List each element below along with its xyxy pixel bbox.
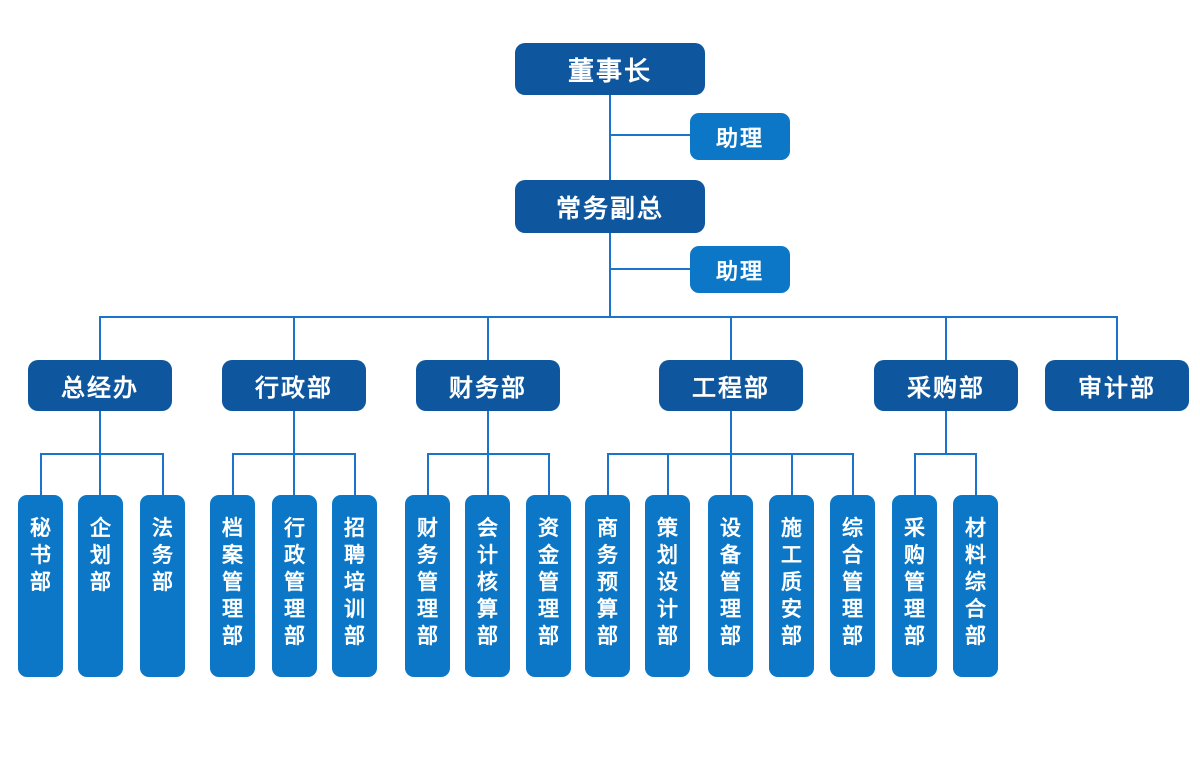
node-dept0-child-0: 秘书部 bbox=[18, 495, 63, 677]
node-dept-5: 审计部 bbox=[1045, 360, 1189, 411]
node-dept1-child-0: 档案管理部 bbox=[210, 495, 255, 677]
connector-dept1-main bbox=[293, 410, 295, 495]
connector-dept1-h bbox=[232, 453, 356, 455]
node-dept1-child-2: 招聘培训部 bbox=[332, 495, 377, 677]
connector-drop-dept-3 bbox=[730, 316, 732, 360]
node-chairman: 董事长 bbox=[515, 43, 705, 95]
node-dept-0: 总经办 bbox=[28, 360, 172, 411]
connector-dept0-h bbox=[40, 453, 164, 455]
node-dept4-child-1: 材料综合部 bbox=[953, 495, 998, 677]
connector-deputy-bus bbox=[609, 233, 611, 316]
connector-assistant-2 bbox=[610, 268, 690, 270]
connector-dept3-stub-3 bbox=[791, 453, 793, 495]
node-dept2-child-0: 财务管理部 bbox=[405, 495, 450, 677]
node-dept0-child-2: 法务部 bbox=[140, 495, 185, 677]
connector-dept4-main bbox=[945, 410, 947, 453]
connector-dept2-h bbox=[427, 453, 550, 455]
connector-dept1-stub-0 bbox=[232, 453, 234, 495]
node-dept3-child-1: 策划设计部 bbox=[645, 495, 690, 677]
node-dept2-child-2: 资金管理部 bbox=[526, 495, 571, 677]
connector-dept0-stub-0 bbox=[40, 453, 42, 495]
connector-drop-dept-2 bbox=[487, 316, 489, 360]
connector-chairman-deputy bbox=[609, 95, 611, 180]
connector-dept4-h bbox=[914, 453, 977, 455]
connector-dept2-stub-0 bbox=[427, 453, 429, 495]
connector-drop-dept-5 bbox=[1116, 316, 1118, 360]
connector-dept3-main bbox=[730, 410, 732, 495]
connector-dept4-stub-1 bbox=[975, 453, 977, 495]
connector-dept1-stub-2 bbox=[354, 453, 356, 495]
node-dept-4: 采购部 bbox=[874, 360, 1018, 411]
node-dept1-child-1: 行政管理部 bbox=[272, 495, 317, 677]
connector-dept4-stub-0 bbox=[914, 453, 916, 495]
connector-dept2-main bbox=[487, 410, 489, 495]
connector-dept0-stub-2 bbox=[162, 453, 164, 495]
connector-dept2-stub-2 bbox=[548, 453, 550, 495]
connector-drop-dept-0 bbox=[99, 316, 101, 360]
node-assistant-1: 助理 bbox=[690, 113, 790, 160]
connector-drop-dept-1 bbox=[293, 316, 295, 360]
connector-dept3-h bbox=[607, 453, 854, 455]
connector-dept0-main bbox=[99, 410, 101, 495]
node-dept3-child-3: 施工质安部 bbox=[769, 495, 814, 677]
connector-drop-dept-4 bbox=[945, 316, 947, 360]
node-dept3-child-4: 综合管理部 bbox=[830, 495, 875, 677]
connector-dept3-stub-1 bbox=[667, 453, 669, 495]
connector-assistant-1 bbox=[610, 134, 690, 136]
node-dept2-child-1: 会计核算部 bbox=[465, 495, 510, 677]
node-dept-3: 工程部 bbox=[659, 360, 803, 411]
connector-bus bbox=[99, 316, 1118, 318]
node-dept-2: 财务部 bbox=[416, 360, 560, 411]
node-deputy-general-manager: 常务副总 bbox=[515, 180, 705, 233]
node-dept0-child-1: 企划部 bbox=[78, 495, 123, 677]
connector-dept3-stub-0 bbox=[607, 453, 609, 495]
node-dept3-child-2: 设备管理部 bbox=[708, 495, 753, 677]
connector-dept3-stub-4 bbox=[852, 453, 854, 495]
node-assistant-2: 助理 bbox=[690, 246, 790, 293]
node-dept3-child-0: 商务预算部 bbox=[585, 495, 630, 677]
node-dept4-child-0: 采购管理部 bbox=[892, 495, 937, 677]
node-dept-1: 行政部 bbox=[222, 360, 366, 411]
